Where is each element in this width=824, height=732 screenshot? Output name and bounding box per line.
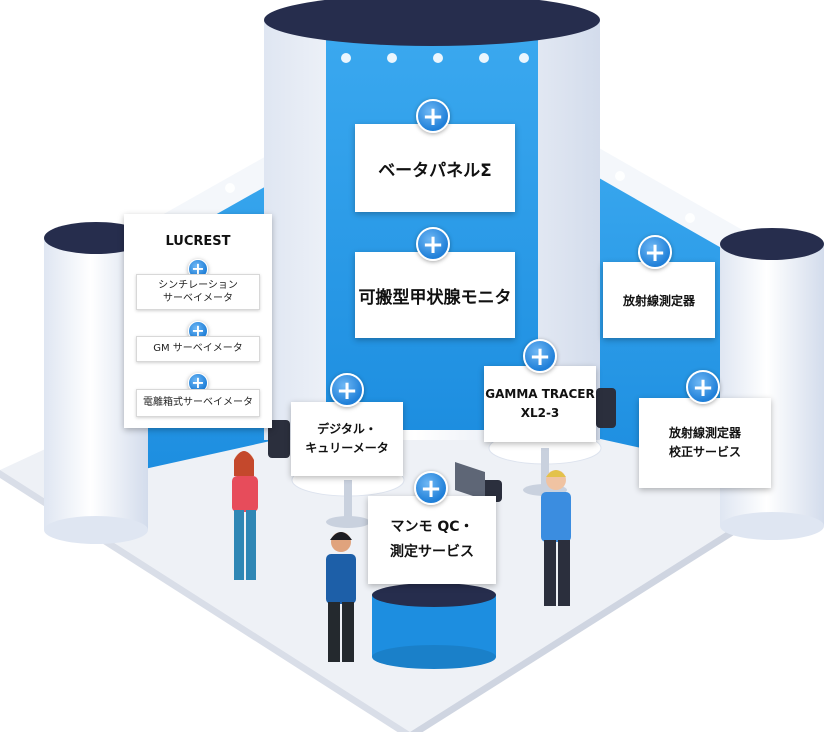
ion-chamber-label: 電離箱式サーベイメータ bbox=[143, 397, 253, 409]
right-column-base bbox=[720, 512, 824, 540]
scintillation-card[interactable]: シンチレーション サーベイメータ bbox=[136, 274, 260, 310]
thyroid-monitor-hotspot-icon[interactable]: + bbox=[416, 227, 450, 261]
counter-base bbox=[372, 645, 496, 669]
calibration-service-card[interactable]: 放射線測定器 校正サービス bbox=[639, 398, 771, 488]
chair bbox=[268, 420, 290, 458]
lucrest-title: LUCREST bbox=[165, 234, 231, 249]
radiation-meter-label: 放射線測定器 bbox=[622, 293, 695, 308]
digital-curie-card[interactable]: デジタル・ キュリーメータ bbox=[291, 402, 403, 476]
table-left-base bbox=[326, 516, 370, 528]
spotlights bbox=[225, 53, 695, 223]
gm-label: GM サーベイメータ bbox=[153, 343, 243, 355]
chair bbox=[596, 388, 616, 428]
person-man-left bbox=[326, 532, 356, 662]
scintillation-label: シンチレーション サーベイメータ bbox=[158, 279, 238, 305]
thyroid-monitor-label: 可搬型甲状腺モニタ bbox=[358, 287, 512, 308]
right-wall-header bbox=[550, 120, 760, 270]
person-woman bbox=[232, 451, 258, 580]
left-column-base bbox=[44, 516, 148, 544]
beta-panel-card[interactable]: ベータパネルΣ bbox=[355, 124, 515, 212]
beta-panel-label: ベータパネルΣ bbox=[378, 160, 492, 181]
person-man-right bbox=[541, 470, 571, 606]
mammo-qc-hotspot-icon[interactable]: + bbox=[414, 471, 448, 505]
table-right-leg bbox=[541, 448, 549, 488]
gamma-tracer-label: GAMMA TRACER XL2-3 bbox=[485, 386, 595, 420]
radiation-meter-card[interactable]: 放射線測定器 bbox=[603, 262, 715, 338]
right-column-top bbox=[720, 228, 824, 260]
mammo-qc-card[interactable]: マンモ QC・ 測定サービス bbox=[368, 496, 496, 584]
laptop bbox=[455, 462, 485, 500]
digital-curie-hotspot-icon[interactable]: + bbox=[330, 373, 364, 407]
center-column-top bbox=[264, 0, 600, 46]
gamma-tracer-hotspot-icon[interactable]: + bbox=[523, 339, 557, 373]
table-left-leg bbox=[344, 480, 352, 520]
floor-edge-right bbox=[410, 470, 824, 732]
beta-panel-hotspot-icon[interactable]: + bbox=[416, 99, 450, 133]
calibration-service-hotspot-icon[interactable]: + bbox=[686, 370, 720, 404]
ion-chamber-card[interactable]: 電離箱式サーベイメータ bbox=[136, 389, 260, 417]
gamma-tracer-card[interactable]: GAMMA TRACER XL2-3 bbox=[484, 366, 596, 442]
left-column-top bbox=[44, 222, 148, 254]
calibration-service-label: 放射線測定器 校正サービス bbox=[668, 425, 741, 459]
counter-top bbox=[372, 583, 496, 607]
mammo-qc-label: マンモ QC・ 測定サービス bbox=[390, 518, 474, 560]
gm-card[interactable]: GM サーベイメータ bbox=[136, 336, 260, 362]
thyroid-monitor-card[interactable]: 可搬型甲状腺モニタ bbox=[355, 252, 515, 338]
digital-curie-label: デジタル・ キュリーメータ bbox=[305, 421, 389, 455]
radiation-meter-hotspot-icon[interactable]: + bbox=[638, 235, 672, 269]
lucrest-panel: LUCREST + シンチレーション サーベイメータ + GM サーベイメータ … bbox=[124, 214, 272, 428]
